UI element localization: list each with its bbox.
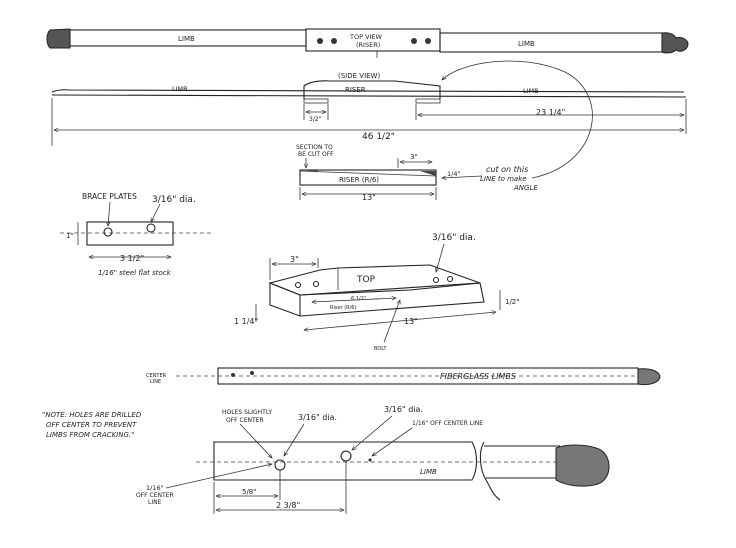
section-note-1: SECTION TO: [296, 144, 333, 151]
off-center-left-3: LINE: [148, 499, 162, 506]
side-view-label: (SIDE VIEW): [338, 72, 380, 80]
side-riser-label: RISER: [345, 86, 366, 94]
riser-bolt: [425, 38, 431, 44]
riser-bolt: [317, 38, 323, 44]
riser3d-dim-height: 1/2": [505, 298, 520, 306]
detail-limb-body: [213, 441, 478, 481]
center-line-label-1: CENTER: [146, 373, 167, 379]
brace-material: 1/16" steel flat stock: [98, 269, 172, 277]
section-note-2: BE CUT OFF: [298, 151, 334, 158]
detail-hole: [340, 450, 352, 462]
riser-bolt: [331, 38, 337, 44]
riser3d-inner-dim: 6 1/2": [351, 296, 366, 302]
riser-dim-height: 1/4": [447, 170, 460, 178]
hole-dia-1: 3/16" dia.: [298, 413, 337, 422]
brace-plates-title: BRACE PLATES: [82, 192, 137, 201]
brace-plate: [86, 221, 174, 246]
detail-limb-tip: [555, 444, 610, 487]
off-center-left-2: OFF CENTER: [136, 492, 174, 499]
side-limb-right-label: LIMB: [523, 87, 539, 95]
dim-limb: 23 1/4": [536, 108, 565, 117]
brace-dim-height: 1": [66, 232, 74, 240]
holes-offset-label-2: OFF CENTER: [226, 417, 264, 424]
riser-3d: 3/16" dia. TOP 6 1/2" Riser (R/6) 3" 1 1…: [234, 233, 520, 352]
riser3d-dim-length: 13": [404, 317, 418, 326]
side-bow-string-line: [51, 89, 685, 93]
side-riser-shape: [303, 80, 441, 99]
cut-note-2: LINE to make: [480, 175, 527, 183]
leader-arrow: [442, 60, 593, 179]
dim-second-hole: 2 3/8": [276, 501, 300, 510]
limb-end-detail: "NOTE: HOLES ARE DRILLED OFF CENTER TO P…: [42, 405, 610, 514]
top-limb-right-label: LIMB: [518, 40, 535, 48]
note-line-2: OFF CENTER TO PREVENT: [46, 421, 137, 429]
riser-dim-length: 13": [362, 193, 376, 202]
top-limb-right: [439, 32, 663, 53]
riser-dim-top: 3": [410, 153, 418, 161]
hole-dia-2: 3/16" dia.: [384, 405, 423, 414]
fiberglass-limb: CENTER LINE FIBERGLASS LIMBS: [146, 367, 661, 386]
riser3d-bolt-label: BOLT: [374, 346, 387, 352]
riser3d-front-face: [269, 282, 301, 317]
top-riser-label: TOP VIEW: [349, 33, 383, 41]
top-limb-left-label: LIMB: [178, 35, 195, 43]
riser3d-dim-width: 3": [290, 255, 299, 264]
right-tip-nock: [661, 32, 689, 54]
note-line-1: "NOTE: HOLES ARE DRILLED: [42, 411, 142, 419]
riser3d-hole-label: 3/16" dia.: [432, 233, 476, 243]
brace-plate-hole: [146, 223, 156, 233]
riser-detail: SECTION TO BE CUT OFF RISER (R/6) 3" 1/4…: [296, 144, 538, 202]
riser-block: [299, 169, 437, 186]
cut-note-1: cut on this: [486, 165, 528, 174]
off-center-right-label: 1/16" OFF CENTER LINE: [412, 420, 483, 427]
center-line-label-2: LINE: [150, 379, 161, 385]
detail-limb-label: LIMB: [420, 468, 437, 476]
fiberglass-limbs-label: FIBERGLASS LIMBS: [440, 372, 516, 381]
riser-detail-label: RISER (R/6): [339, 176, 379, 184]
fiberglass-limb-tip: [637, 368, 661, 386]
brace-plates-hole-label: 3/16" dia.: [152, 195, 196, 205]
dim-overall: 46 1/2": [362, 132, 395, 142]
cut-note-3: ANGLE: [513, 184, 538, 192]
riser3d-side-face: [299, 282, 485, 317]
top-view: LIMB TOP VIEW (RISER) LIMB: [46, 28, 689, 58]
brace-plate-hole: [103, 227, 113, 237]
riser-bolt: [411, 38, 417, 44]
holes-offset-label-1: HOLES SLIGHTLY: [222, 409, 272, 416]
left-tip-nock: [46, 28, 71, 49]
riser3d-top-label: TOP: [356, 275, 376, 285]
side-view: (SIDE VIEW) RISER LIMB LIMB 3/2" 23 1/4"…: [51, 60, 687, 179]
brace-plates: BRACE PLATES 3/16" dia. 1" 3 1/2" 1/16" …: [60, 192, 214, 277]
detail-hole: [274, 459, 286, 471]
off-center-left-1: 1/16": [146, 484, 164, 492]
top-riser-sublabel: (RISER): [356, 41, 380, 49]
dim-overlap: 3/2": [309, 116, 322, 123]
note-line-3: LIMBS FROM CRACKING.": [46, 431, 134, 439]
brace-dim-length: 3 1/2": [120, 254, 144, 263]
dim-first-hole: 5/8": [242, 488, 257, 496]
riser3d-inner-label: Riser (R/6): [330, 305, 356, 311]
riser3d-dim-thickness: 1 1/4": [234, 317, 258, 326]
side-limb-left-label: LIMB: [172, 85, 188, 93]
